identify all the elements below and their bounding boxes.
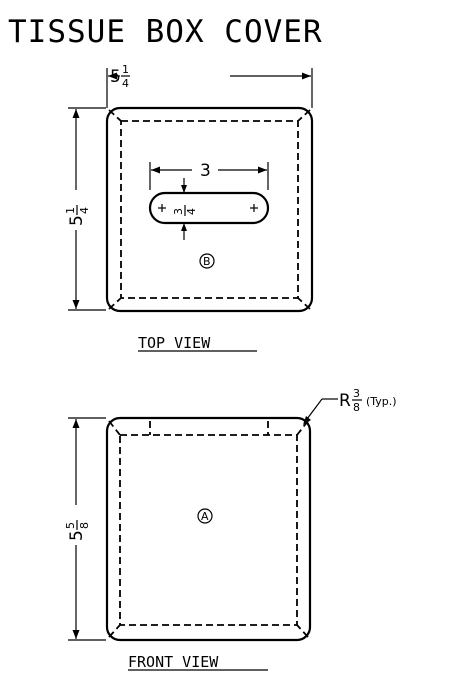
- top-width-dimension: 5 1 4: [106, 63, 313, 108]
- top-view-label: TOP VIEW: [138, 334, 211, 352]
- front-height-whole: 5: [67, 530, 87, 541]
- front-view: 5 5 8 R 3 8 (Typ.): [64, 387, 397, 671]
- radius-den: 8: [353, 401, 360, 414]
- top-corner-bevels: [108, 109, 311, 310]
- drawing-title: TISSUE BOX COVER: [8, 14, 323, 50]
- top-view: 5 1 4 5 1 4: [64, 63, 314, 352]
- top-part-marker: B: [199, 253, 215, 269]
- front-height-num: 5: [64, 522, 77, 529]
- front-part-marker: A: [197, 508, 213, 524]
- radius-prefix: R: [339, 391, 351, 411]
- top-height-num: 1: [64, 207, 77, 214]
- top-width-num: 1: [122, 63, 129, 76]
- top-width-whole: 5: [110, 67, 121, 87]
- top-height-den: 4: [78, 207, 91, 214]
- top-width-den: 4: [122, 77, 129, 90]
- top-inner-hidden-line: [120, 120, 299, 299]
- slot-length-value: 3: [200, 161, 211, 181]
- front-part-marker-label: A: [201, 510, 209, 523]
- radius-note: (Typ.): [366, 395, 397, 408]
- radius-callout: R 3 8 (Typ.): [303, 387, 397, 425]
- slot-outline: [148, 191, 270, 225]
- slot-length-dimension: 3: [149, 161, 269, 190]
- front-view-label: FRONT VIEW: [128, 653, 219, 671]
- top-height-whole: 5: [67, 215, 87, 226]
- radius-num: 3: [353, 387, 360, 400]
- front-height-den: 8: [78, 522, 91, 529]
- slot-width-dimension: 3 4: [172, 178, 198, 240]
- top-part-marker-label: B: [203, 255, 211, 268]
- top-height-dimension: 5 1 4: [64, 107, 106, 311]
- slot-width-num: 3: [172, 208, 185, 215]
- front-outer-outline: [105, 416, 312, 642]
- front-inner-hidden-line: [119, 434, 298, 626]
- slot-width-den: 4: [185, 208, 198, 215]
- slot-center-marks: [158, 204, 258, 212]
- front-corner-bevels: [108, 420, 309, 638]
- front-height-dimension: 5 5 8: [64, 417, 106, 641]
- top-outer-outline: [105, 106, 314, 313]
